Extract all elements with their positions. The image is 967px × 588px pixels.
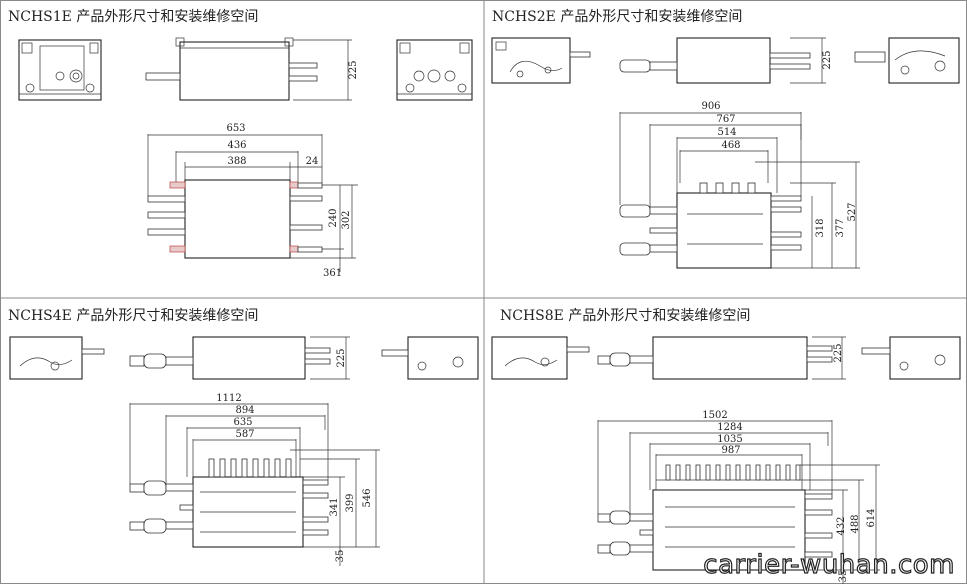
p3-depth-2: 399: [345, 493, 356, 512]
p4-height-label: 225: [833, 343, 844, 362]
p4-plan-view: 1502 1284 1035 987 432 488 614 35: [597, 410, 880, 584]
p2-end-view-right: [854, 37, 960, 84]
p3-width-4: 587: [235, 429, 254, 440]
p1-depth-2: 302: [341, 210, 352, 229]
p1-depth-3: 361: [323, 268, 342, 279]
p4-width-4: 987: [721, 445, 740, 456]
p4-end-view-left: [491, 336, 590, 380]
p2-height-label: 225: [822, 50, 833, 69]
p2-depth-1: 318: [815, 218, 826, 237]
p4-stub-row: [665, 464, 801, 481]
p2-width-1: 906: [701, 101, 720, 112]
p4-depth-2: 488: [850, 514, 861, 533]
panel-4-title: NCHS8E 产品外形尺寸和安装维修空间: [500, 308, 751, 324]
p1-width-3: 388: [227, 156, 246, 167]
p4-side-view: 225: [597, 336, 846, 380]
panel-2-title: NCHS2E 产品外形尺寸和安装维修空间: [492, 9, 743, 25]
p2-depth-3: 527: [847, 202, 858, 221]
p4-width-2: 1284: [717, 422, 742, 433]
p3-depth-1: 341: [329, 497, 340, 516]
p4-end-view-right: [861, 336, 961, 380]
p1-side-view: 225: [145, 37, 359, 101]
p3-depth-3: 546: [362, 488, 373, 507]
watermark: carrier-wuhan.com: [703, 549, 955, 580]
p3-end-view-right: [381, 336, 479, 380]
p3-side-view: 225: [129, 336, 350, 380]
p3-width-1: 1112: [216, 393, 241, 404]
p3-height-label: 225: [336, 348, 347, 367]
p3-plan-view: 1112 894 635 587 341 399 546 35: [129, 393, 380, 566]
p1-width-2: 436: [227, 140, 246, 151]
p1-depth-1: 240: [328, 208, 339, 227]
p3-width-3: 635: [233, 417, 252, 428]
panel-3-drawing: 225 1112: [9, 336, 479, 566]
p3-depth-4: 35: [335, 550, 346, 563]
p1-width-4: 24: [306, 156, 319, 167]
p2-plan-view: 906 767 514 468 318 377 527: [619, 101, 860, 269]
panel-4-drawing: 225: [491, 336, 961, 584]
p1-end-view-right: [396, 39, 473, 101]
p1-height-label: 225: [348, 60, 359, 79]
p2-width-4: 468: [721, 140, 740, 151]
panel-1-title: NCHS1E 产品外形尺寸和安装维修空间: [8, 9, 259, 25]
p1-width-1: 653: [226, 123, 245, 134]
p2-width-2: 767: [716, 114, 735, 125]
p2-side-view: 225: [619, 37, 833, 84]
panel-3-title: NCHS4E 产品外形尺寸和安装维修空间: [8, 308, 259, 324]
p4-width-1: 1502: [702, 410, 727, 421]
p4-depth-3: 614: [866, 508, 877, 527]
p4-width-3: 1035: [717, 434, 742, 445]
p4-depth-4: 35: [838, 570, 849, 583]
p1-end-view-left: [18, 39, 102, 101]
panel-1-drawing: 225 653: [18, 37, 473, 279]
p2-depth-2: 377: [835, 218, 846, 237]
p1-plan-view: 653 436 388 24 240 302 361: [147, 123, 358, 279]
p2-width-3: 514: [717, 127, 736, 138]
p2-end-view-left: [491, 37, 591, 84]
p3-end-view-left: [9, 336, 105, 380]
p4-depth-1: 432: [836, 516, 847, 535]
p3-width-2: 894: [235, 405, 254, 416]
panel-2-drawing: 225 906 767: [491, 37, 960, 269]
